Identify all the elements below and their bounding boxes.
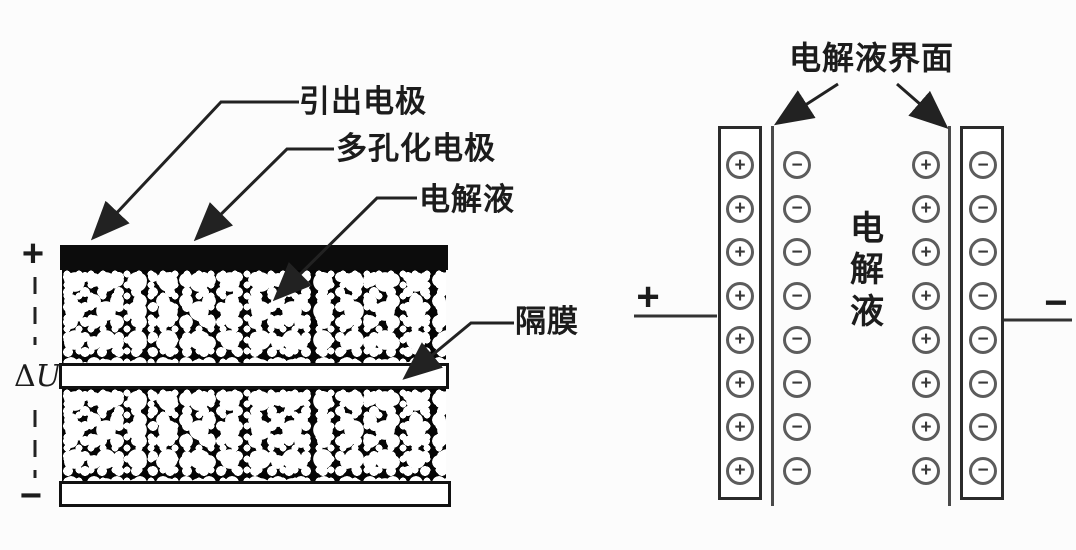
left-positive-sign: +: [21, 233, 45, 275]
porous-electrode-arrow: [193, 147, 334, 242]
interface-arrow-right: [896, 82, 949, 129]
delta-symbol: Δ: [14, 359, 36, 394]
label-electrolyte-interface: 电解液界面: [789, 40, 955, 76]
negative-electrode-charge-ion: −: [969, 282, 997, 311]
negative-electrode-charge-column: − − − − − − − −: [969, 151, 997, 485]
bottom-plate: [59, 481, 451, 507]
cation-layer-ion: +: [912, 151, 940, 179]
voltage-label: ΔU: [14, 362, 61, 392]
anion-layer-ion: −: [783, 238, 811, 267]
label-separator: 隔膜: [515, 304, 579, 339]
lead-electrode-arrow: [90, 100, 299, 241]
label-electrolyte: 电解液: [419, 182, 515, 217]
positive-electrode-charge-ion: +: [726, 282, 754, 311]
right-diagram-negative-terminal: −: [1044, 281, 1068, 325]
positive-electrode-charge-ion: +: [726, 194, 754, 223]
negative-electrode-charge-ion: −: [969, 151, 997, 179]
lead-electrode-bar: [60, 245, 448, 270]
cation-layer-column: + + + + + + + +: [912, 151, 940, 485]
u-symbol: U: [35, 359, 61, 394]
positive-electrode-charge-ion: +: [726, 151, 754, 179]
anion-layer-ion: −: [783, 194, 811, 223]
anion-layer-ion: −: [783, 456, 811, 485]
label-lead-electrode: 引出电极: [299, 84, 427, 119]
cation-layer-ion: +: [912, 238, 940, 267]
cation-layer-ion: +: [912, 194, 940, 223]
anion-layer-column: − − − − − − − −: [783, 151, 811, 485]
anion-layer-ion: −: [783, 282, 811, 311]
label-electrolyte-vertical: 电 解 液: [849, 209, 885, 333]
positive-electrode-charge-ion: +: [726, 369, 754, 398]
positive-electrode-charge-ion: +: [726, 413, 754, 442]
negative-electrode-charge-ion: −: [969, 194, 997, 223]
cation-layer-ion: +: [912, 369, 940, 398]
positive-electrode-charge-column: + + + + + + + +: [726, 151, 754, 485]
negative-electrode-charge-ion: −: [969, 238, 997, 267]
anion-layer-ion: −: [783, 151, 811, 179]
electrolyte-char: 电: [850, 210, 884, 248]
negative-electrode-charge-ion: −: [969, 369, 997, 398]
anion-layer-ion: −: [783, 369, 811, 398]
anion-layer-ion: −: [783, 413, 811, 442]
electrolyte-char: 液: [850, 292, 884, 331]
cation-layer-ion: +: [912, 456, 940, 485]
porous-electrode-top: [62, 270, 446, 364]
right-interface-line: [948, 126, 951, 506]
left-negative-sign: −: [19, 475, 43, 517]
positive-electrode-charge-ion: +: [726, 238, 754, 267]
cation-layer-ion: +: [912, 413, 940, 442]
electrolyte-char: 解: [850, 251, 884, 290]
cation-layer-ion: +: [912, 282, 940, 311]
positive-electrode-charge-ion: +: [726, 325, 754, 354]
left-interface-line: [771, 126, 774, 506]
separator-plate: [59, 363, 449, 389]
negative-electrode-charge-ion: −: [969, 413, 997, 442]
negative-electrode-charge-ion: −: [969, 456, 997, 485]
positive-electrode-charge-ion: +: [726, 456, 754, 485]
negative-electrode-charge-ion: −: [969, 325, 997, 354]
cation-layer-ion: +: [912, 325, 940, 354]
anion-layer-ion: −: [783, 325, 811, 354]
label-porous-electrode: 多孔化电极: [336, 131, 496, 166]
porous-electrode-bottom: [62, 389, 446, 482]
interface-arrow-left: [773, 82, 839, 126]
right-diagram-positive-terminal: +: [636, 275, 660, 319]
